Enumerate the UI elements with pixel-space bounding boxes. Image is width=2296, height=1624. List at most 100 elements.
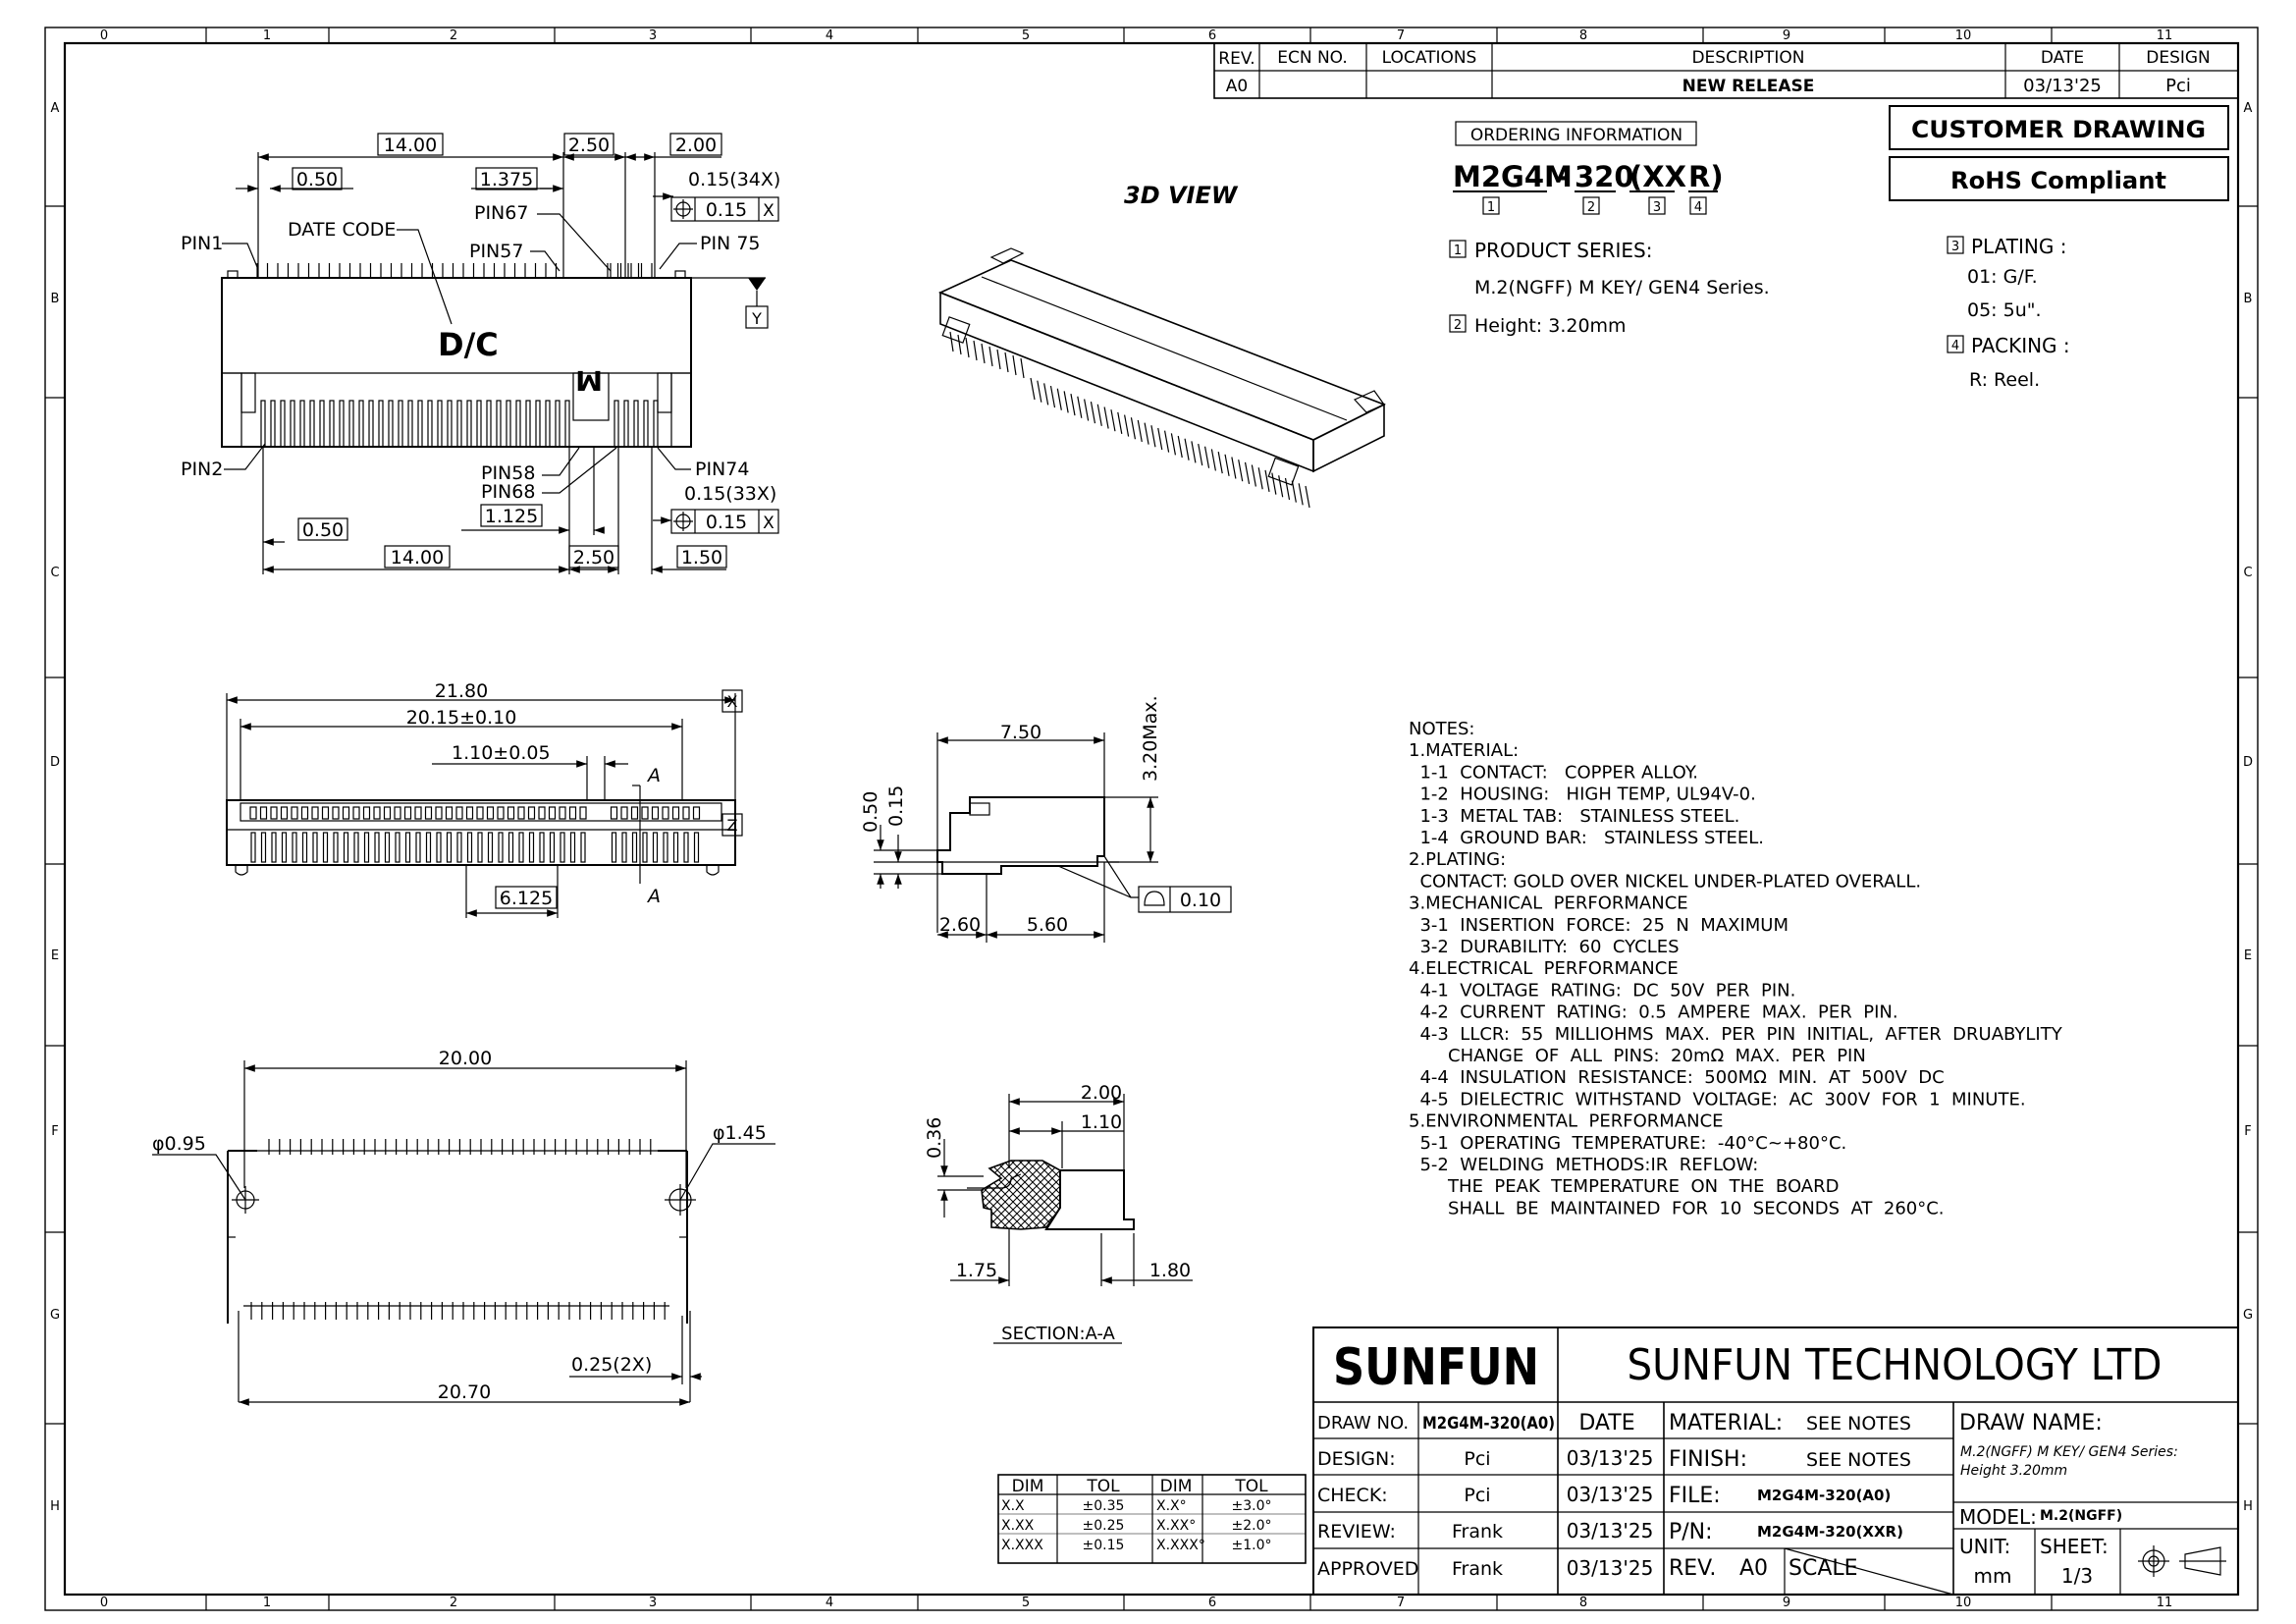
rev-header-rev: REV. bbox=[1218, 49, 1255, 69]
iso-pin bbox=[1191, 441, 1197, 463]
note-line: CONTACT: GOLD OVER NICKEL UNDER-PLATED O… bbox=[1409, 871, 1921, 892]
pin-lower bbox=[309, 400, 315, 448]
iso-pin bbox=[1170, 433, 1177, 456]
pin2-label: PIN2 bbox=[181, 459, 223, 480]
pin-front-upper bbox=[662, 806, 669, 820]
row-label-right: F bbox=[2244, 1124, 2251, 1139]
svg-text:4: 4 bbox=[1951, 339, 1959, 353]
pin-front-lower bbox=[631, 832, 638, 863]
tol-cell: X.XX° bbox=[1156, 1518, 1196, 1534]
file-value: M2G4M-320(A0) bbox=[1757, 1487, 1891, 1504]
top-view: D/C M 14.00 2.50 2.00 0.50 1.375 0.15(34… bbox=[181, 133, 780, 574]
pin-front-lower bbox=[271, 832, 277, 863]
flatness-value: 0.10 bbox=[1180, 890, 1221, 911]
sec-dim-1-10: 1.10 bbox=[1081, 1111, 1122, 1133]
iso-pin bbox=[1096, 404, 1102, 426]
pin-front-upper bbox=[620, 806, 628, 820]
pin-front-upper bbox=[311, 806, 319, 820]
tol-cell: X.XXX bbox=[1001, 1538, 1043, 1553]
pin-lower bbox=[427, 400, 433, 448]
pin58-label: PIN58 bbox=[481, 462, 535, 484]
sec-dim-1-75: 1.75 bbox=[956, 1260, 997, 1281]
pin-lower bbox=[280, 400, 286, 448]
iso-pin bbox=[1124, 414, 1130, 437]
pin-front-lower bbox=[333, 832, 339, 863]
sec-dim-2-00: 2.00 bbox=[1081, 1082, 1122, 1104]
stamps: CUSTOMER DRAWING RoHS Compliant bbox=[1889, 105, 2229, 201]
pin-front-lower bbox=[363, 832, 370, 863]
pin-front-lower bbox=[343, 832, 349, 863]
pin-front-upper bbox=[362, 806, 371, 820]
iso-pin bbox=[1084, 399, 1090, 421]
pin-front-lower bbox=[672, 832, 679, 863]
part-prefix: M2G4M bbox=[1453, 160, 1573, 193]
iso-pin bbox=[1298, 483, 1304, 506]
note-line: 1-4 GROUND BAR: STAINLESS STEEL. bbox=[1409, 828, 1764, 848]
approved-name: Frank bbox=[1452, 1558, 1503, 1580]
pin-front-upper bbox=[579, 806, 587, 820]
pn-value: M2G4M-320(XXR) bbox=[1757, 1523, 1903, 1541]
note-line: 3.MECHANICAL PERFORMANCE bbox=[1409, 893, 1688, 914]
front-view: 21.80 X 20.15±0.10 1.10±0.05 A A Z 6.125 bbox=[226, 680, 743, 918]
unit-value: mm bbox=[1974, 1564, 2012, 1588]
design-date: 03/13'25 bbox=[1567, 1446, 1654, 1470]
dim-20-15: 20.15±0.10 bbox=[406, 707, 517, 729]
pin-front-lower bbox=[487, 832, 494, 863]
pin-lower bbox=[476, 400, 482, 448]
row-label-right: E bbox=[2244, 948, 2252, 963]
pin-front-upper bbox=[280, 806, 289, 820]
tol-cell: X.XX bbox=[1001, 1518, 1035, 1534]
iso-pin bbox=[1278, 475, 1284, 498]
rev-label: REV. bbox=[1669, 1556, 1716, 1581]
dim-0-25: 0.25(2X) bbox=[571, 1354, 652, 1376]
col-label-bottom: 1 bbox=[263, 1596, 271, 1610]
row-label-left: A bbox=[51, 101, 60, 116]
iso-pin bbox=[1271, 472, 1277, 495]
pin-front-upper bbox=[568, 806, 577, 820]
pin-lower bbox=[329, 400, 335, 448]
part-packing: R) bbox=[1688, 160, 1724, 193]
pin-front-upper bbox=[445, 806, 454, 820]
pin-front-lower bbox=[404, 832, 411, 863]
pin-front-lower bbox=[312, 832, 318, 863]
dim-0-15-side: 0.15 bbox=[885, 785, 907, 827]
tol-cell: ±1.0° bbox=[1232, 1538, 1272, 1553]
note-line: NOTES: bbox=[1409, 719, 1475, 739]
dim-1-10: 1.10±0.05 bbox=[452, 742, 551, 764]
col-label-bottom: 10 bbox=[1955, 1596, 1972, 1610]
pin-front-upper bbox=[630, 806, 639, 820]
model-label: MODEL: bbox=[1959, 1505, 2037, 1529]
packing-label: PACKING : bbox=[1971, 334, 2070, 357]
col-label-bottom: 5 bbox=[1022, 1596, 1030, 1610]
iso-pin bbox=[1210, 449, 1216, 471]
iso-pin bbox=[1056, 388, 1062, 410]
row-label-right: D bbox=[2243, 755, 2253, 770]
note-line: 4-5 DIELECTRIC WITHSTAND VOLTAGE: AC 300… bbox=[1409, 1089, 2026, 1110]
tol-header-tol1: TOL bbox=[1086, 1477, 1120, 1496]
iso-pin bbox=[1110, 409, 1116, 432]
pin-lower bbox=[506, 400, 511, 448]
pin-lower bbox=[564, 400, 570, 448]
pin-lower bbox=[407, 400, 413, 448]
sec-dim-1-80: 1.80 bbox=[1149, 1260, 1191, 1281]
pin-front-upper bbox=[641, 806, 649, 820]
datum-y: Y bbox=[751, 309, 762, 328]
check-date: 03/13'25 bbox=[1567, 1483, 1654, 1506]
pin-front-upper bbox=[465, 806, 474, 820]
dim-3-20-max: 3.20Max. bbox=[1140, 695, 1161, 782]
pin-front-lower bbox=[395, 832, 400, 863]
dim-14-00-top: 14.00 bbox=[384, 135, 437, 156]
iso-pin bbox=[1217, 452, 1223, 474]
datum-x: X bbox=[727, 692, 738, 711]
pin-front-upper bbox=[548, 806, 557, 820]
note-line: 2.PLATING: bbox=[1409, 849, 1506, 870]
draw-no-value: M2G4M-320(A0) bbox=[1422, 1414, 1555, 1434]
pin-front-upper bbox=[332, 806, 340, 820]
draw-name-line1: M.2(NGFF) M KEY/ GEN4 Series: bbox=[1960, 1444, 2178, 1460]
iso-pin bbox=[1049, 385, 1056, 408]
pin74-label: PIN74 bbox=[695, 459, 749, 480]
tol-top-value: 0.15 bbox=[706, 199, 747, 221]
iso-pin bbox=[1020, 357, 1025, 379]
pin-lower bbox=[525, 400, 531, 448]
